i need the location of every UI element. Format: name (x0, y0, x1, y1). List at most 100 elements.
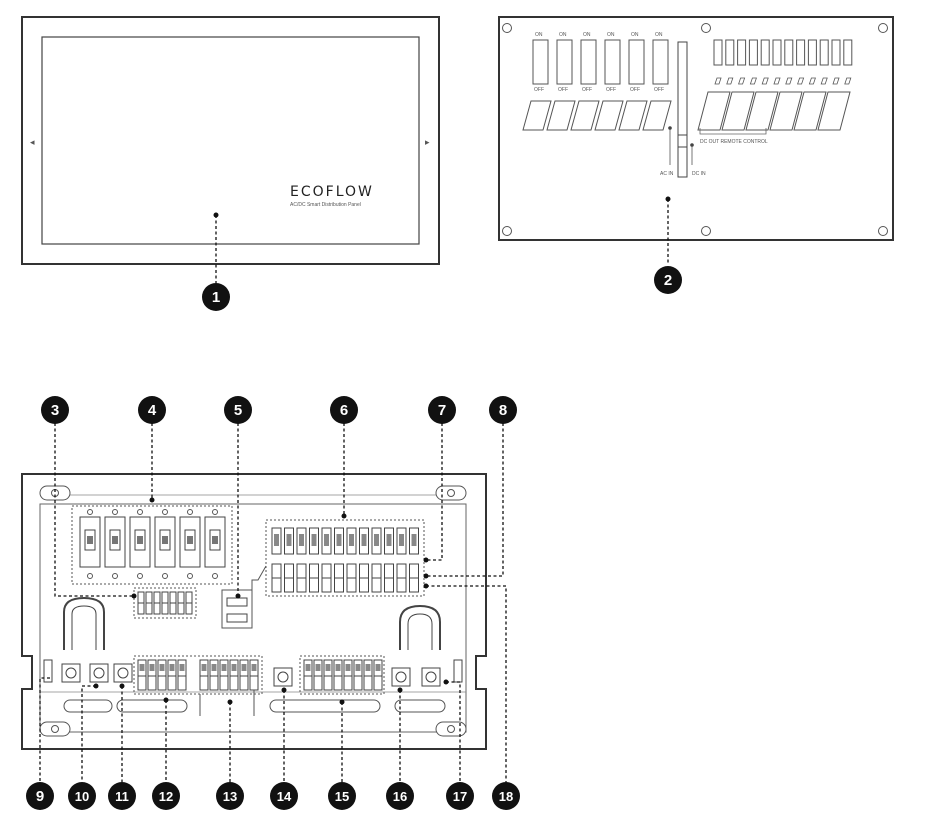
terminal-block-clamp (305, 664, 311, 671)
ac-breaker-cover (594, 100, 624, 131)
mount-tab (39, 485, 71, 501)
dc-switch-cover[interactable] (697, 91, 731, 131)
bottom-slot (394, 699, 446, 713)
bottom-ports (61, 663, 441, 687)
terminal-block-clamp (149, 664, 155, 671)
callout-number: 10 (75, 789, 89, 804)
screw (162, 573, 168, 579)
callout-number: 15 (335, 789, 349, 804)
brand-subtitle: AC/DC Smart Distribution Panel (290, 202, 361, 208)
on-label: ON (631, 32, 639, 38)
ac-breaker-toggle-lever (212, 536, 218, 544)
screw (187, 509, 193, 515)
callout-badge-3: 3 (41, 396, 69, 424)
terminal-block-clamp (169, 664, 175, 671)
ac-breaker-switch[interactable] (532, 39, 549, 85)
terminal-block-clamp (315, 664, 321, 671)
callout-point-12 (163, 697, 169, 703)
dc-led (820, 77, 828, 85)
right-cable-knockout-inner (407, 613, 433, 650)
terminal-port (61, 663, 81, 683)
callout-badge-5: 5 (224, 396, 252, 424)
terminal-block (177, 659, 187, 691)
ac-breaker-cover (570, 100, 600, 131)
callout-badge-circle (492, 782, 520, 810)
ac-breaker-switch[interactable] (652, 39, 669, 85)
terminal-block (229, 659, 239, 691)
terminal-block-clamp (159, 664, 165, 671)
dc-fuse (748, 39, 758, 66)
ac-breaker-cover (522, 100, 552, 131)
terminal-block-clamp (251, 664, 257, 671)
dc-switch-cover[interactable] (817, 91, 851, 131)
ac-breaker-block (71, 505, 233, 585)
callout-badge-circle (428, 396, 456, 424)
callout-point-17 (443, 679, 449, 685)
terminal-port (89, 663, 109, 683)
left-cable-knockout-inner (71, 605, 97, 650)
callout-point-4 (149, 497, 155, 503)
terminal-block (323, 659, 333, 691)
callout-badge-circle (108, 782, 136, 810)
mount-hole (51, 725, 59, 733)
dc-fuse (725, 39, 735, 66)
terminal-block (313, 659, 323, 691)
ac-breaker-switch[interactable] (628, 39, 645, 85)
callout-point-15 (339, 699, 345, 705)
callout-badge-circle (386, 782, 414, 810)
dc-fuse (713, 39, 723, 66)
screw (212, 509, 218, 515)
terminal-bank-15 (299, 655, 385, 695)
callout-badge-10: 10 (68, 782, 96, 810)
terminal-block-clamp (345, 664, 351, 671)
callout-line-18 (426, 585, 507, 782)
ac-breaker-switch[interactable] (604, 39, 621, 85)
dc-fuse-element (386, 534, 392, 546)
callout-badge-1: 1 (202, 283, 230, 311)
terminal-block (343, 659, 353, 691)
mount-tab (39, 721, 71, 737)
dc-fuse (772, 39, 782, 66)
dc-leds (714, 77, 852, 85)
dc-switch-cover[interactable] (745, 91, 779, 131)
callout-badge-circle (216, 782, 244, 810)
terminal-block (363, 659, 373, 691)
dc-led (844, 77, 852, 85)
ac-breaker-switch[interactable] (556, 39, 573, 85)
ac-breaker-switch[interactable] (580, 39, 597, 85)
terminal-block-clamp (335, 664, 341, 671)
terminal-block (137, 659, 147, 691)
callout-points (93, 497, 449, 705)
screw (162, 509, 168, 515)
ac-in-label: AC IN (660, 171, 674, 177)
screw (187, 573, 193, 579)
callout-line-7 (426, 423, 443, 561)
dc-fuse-element (411, 534, 417, 546)
terminal-block-clamp (365, 664, 371, 671)
callout-badge-2: 2 (654, 266, 682, 294)
callout-number: 1 (212, 289, 220, 306)
screw (87, 573, 93, 579)
mounting-hole (701, 226, 711, 236)
callout-badge-6: 6 (330, 396, 358, 424)
terminal-port-screw (395, 671, 407, 683)
dc-fuse-block (265, 519, 425, 597)
dc-relay-modules (271, 563, 419, 593)
on-label: ON (607, 32, 615, 38)
screw (137, 573, 143, 579)
dc-fuse-element (311, 534, 317, 546)
terminal-block (209, 659, 219, 691)
dc-switch-cover[interactable] (793, 91, 827, 131)
bottom-slot (269, 699, 381, 713)
callout-badge-circle (446, 782, 474, 810)
terminal-block-clamp (231, 664, 237, 671)
terminal-port-screw (65, 667, 77, 679)
callout-badge-circle (328, 782, 356, 810)
dc-switch-cover[interactable] (769, 91, 803, 131)
ac-breaker-cover (546, 100, 576, 131)
dc-led (726, 77, 734, 85)
terminal-bank-12-13 (133, 655, 263, 695)
dc-switch-cover[interactable] (721, 91, 755, 131)
right-arrow-icon: ▸ (425, 137, 430, 147)
